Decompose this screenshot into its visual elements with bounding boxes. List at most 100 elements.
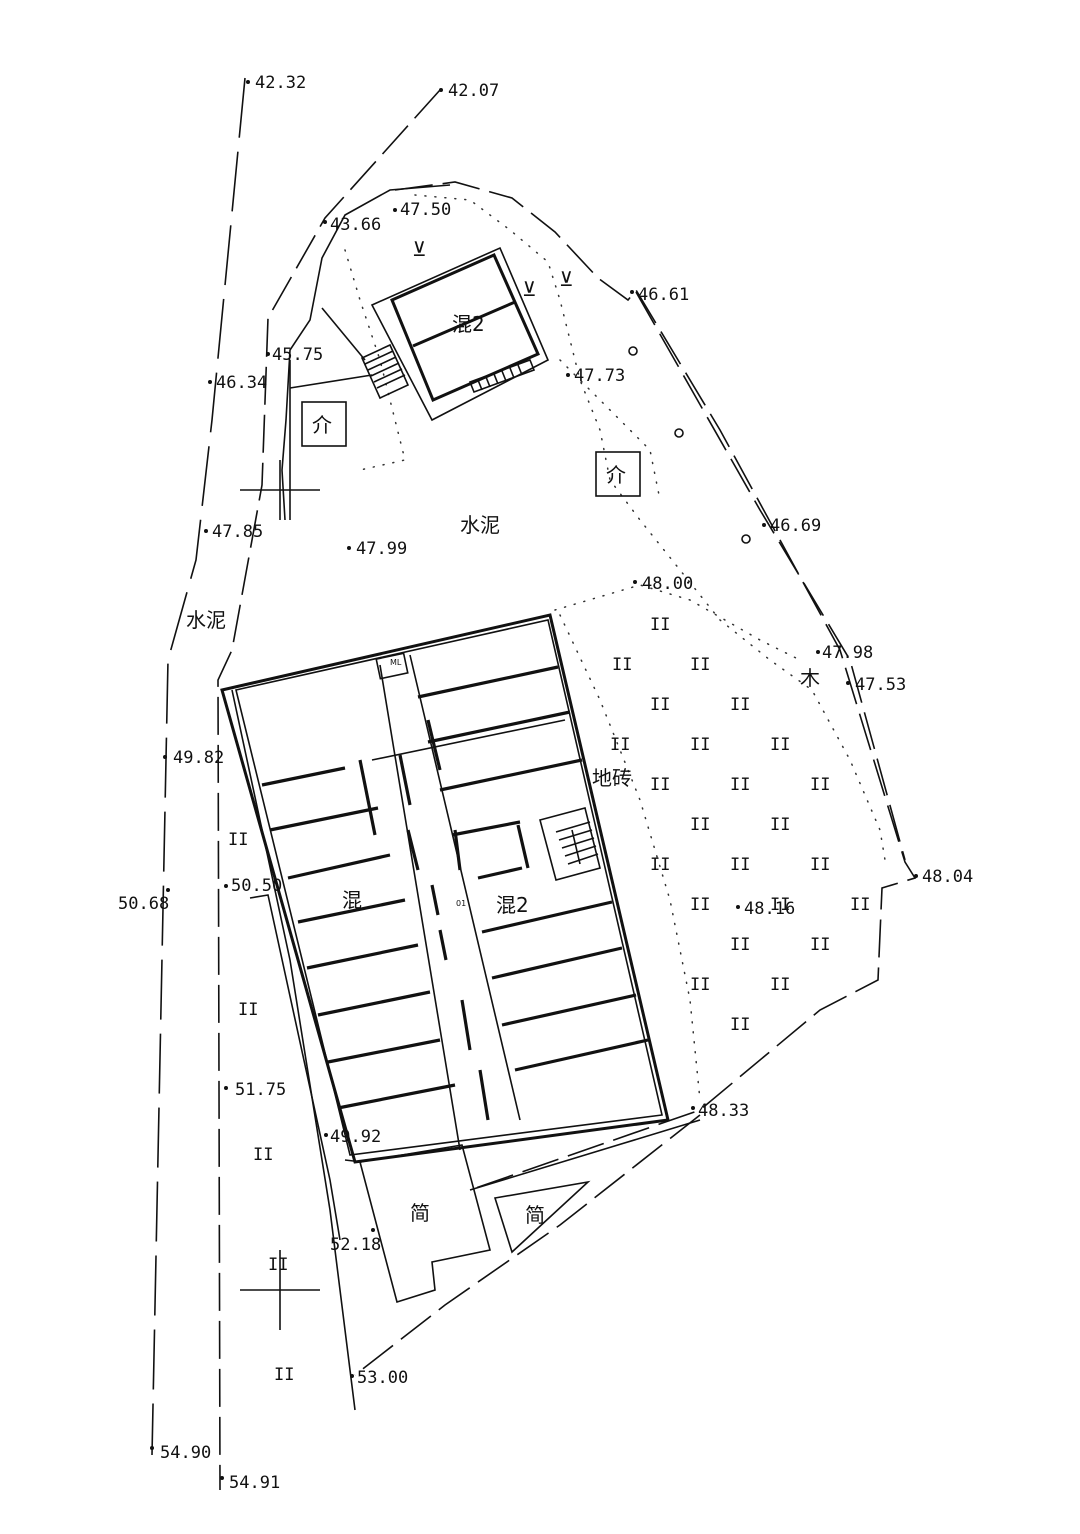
svg-text:46.34: 46.34 xyxy=(216,373,267,393)
svg-text:50.68: 50.68 xyxy=(118,894,169,914)
pavilion-left-icon: 介 xyxy=(312,413,332,437)
area-label: 水泥 xyxy=(460,513,500,537)
elevation-point: 54.91 xyxy=(220,1473,280,1493)
vegetation-icon: II xyxy=(228,830,248,850)
vegetation-icon: II xyxy=(690,655,710,675)
simple-building-right xyxy=(493,1180,591,1254)
ml-label: ML xyxy=(390,658,402,667)
area-label: 简 xyxy=(410,1201,430,1225)
elevation-points: 42.32 42.07 43.66 47.50 46.61 45.75 46.3… xyxy=(118,73,973,1493)
elevation-point: 48.04 xyxy=(914,867,973,887)
elevation-point: 51.75 xyxy=(224,1080,286,1100)
svg-text:47.50: 47.50 xyxy=(400,200,451,220)
svg-text:47.73: 47.73 xyxy=(574,366,625,386)
svg-text:48.04: 48.04 xyxy=(922,867,973,887)
elevation-point: 46.69 xyxy=(762,516,821,536)
area-label: 木 xyxy=(800,666,820,690)
vegetation-icon: II xyxy=(690,895,710,915)
elevation-point: 47.98 xyxy=(816,643,873,663)
elevation-point: 42.07 xyxy=(439,81,499,101)
grass-icon: ⊻ xyxy=(559,267,574,291)
vegetation-icon: II xyxy=(274,1365,294,1385)
vegetation-icon: II xyxy=(770,895,790,915)
main-building xyxy=(220,613,670,1164)
stairs-main xyxy=(539,807,601,881)
elevation-point: 47.99 xyxy=(347,539,407,559)
svg-text:42.07: 42.07 xyxy=(448,81,499,101)
vegetation-icon: II xyxy=(810,775,830,795)
stairs-upper-bottom xyxy=(468,358,536,394)
svg-text:52.18: 52.18 xyxy=(330,1235,381,1255)
grass-icon: ⊻ xyxy=(412,237,427,261)
upper-building xyxy=(289,246,550,422)
elevation-point: 52.18 xyxy=(330,1228,381,1255)
elevation-point: 43.66 xyxy=(323,215,381,235)
svg-text:49.82: 49.82 xyxy=(173,748,224,768)
vegetation-icon: II xyxy=(268,1255,288,1275)
elevation-point: 50.50 xyxy=(224,876,282,896)
svg-text:46.69: 46.69 xyxy=(770,516,821,536)
area-label: 混2 xyxy=(496,893,529,917)
svg-text:46.61: 46.61 xyxy=(638,285,689,305)
svg-text:49.92: 49.92 xyxy=(330,1127,381,1147)
vegetation-icon: II xyxy=(730,695,750,715)
svg-text:43.66: 43.66 xyxy=(330,215,381,235)
area-label: 混2 xyxy=(452,312,485,336)
vegetation-icon: II xyxy=(730,855,750,875)
vegetation-marks: II II II II II II II II II II II II II II II II II II II II… xyxy=(228,615,870,1385)
vegetation-icon: II xyxy=(770,975,790,995)
simple-building-left xyxy=(359,1144,491,1304)
svg-text:42.32: 42.32 xyxy=(255,73,306,93)
svg-text:45.75: 45.75 xyxy=(272,345,323,365)
stairs-upper-left xyxy=(360,343,410,400)
tree-markers xyxy=(628,346,751,544)
elevation-point: 49.92 xyxy=(324,1127,381,1147)
grass-marks: ⊻ ⊻ ⊻ xyxy=(412,237,574,301)
elevation-point: 47.73 xyxy=(566,366,625,386)
svg-text:47.53: 47.53 xyxy=(855,675,906,695)
svg-text:47.98: 47.98 xyxy=(822,643,873,663)
svg-text:47.85: 47.85 xyxy=(212,522,263,542)
room-code: 01 xyxy=(456,899,466,908)
svg-text:53.00: 53.00 xyxy=(357,1368,408,1388)
grid-crosses xyxy=(240,460,320,1330)
svg-text:48.00: 48.00 xyxy=(642,574,693,594)
vegetation-icon: II xyxy=(650,775,670,795)
elevation-point: 46.34 xyxy=(208,373,267,393)
elevation-point: 48.16 xyxy=(736,899,795,919)
vegetation-icon: II xyxy=(612,655,632,675)
vegetation-icon: II xyxy=(650,695,670,715)
elevation-point: 45.75 xyxy=(266,345,323,365)
svg-text:54.91: 54.91 xyxy=(229,1473,280,1493)
elevation-point: 48.33 xyxy=(691,1101,749,1121)
vegetation-icon: II xyxy=(610,735,630,755)
svg-text:54.90: 54.90 xyxy=(160,1443,211,1463)
vegetation-icon: II xyxy=(770,815,790,835)
vegetation-icon: II xyxy=(770,735,790,755)
vegetation-icon: II xyxy=(810,855,830,875)
vegetation-icon: II xyxy=(690,735,710,755)
elevation-point: 54.90 xyxy=(150,1443,211,1463)
tree-icon xyxy=(628,346,638,356)
elevation-point: 50.68 xyxy=(118,888,170,914)
tree-icon xyxy=(741,534,751,544)
pavilion-right: 介 xyxy=(595,451,641,497)
elevation-point: 53.00 xyxy=(350,1368,408,1388)
svg-text:47.99: 47.99 xyxy=(356,539,407,559)
area-label: 地砖 xyxy=(592,766,632,790)
vegetation-icon: II xyxy=(850,895,870,915)
elevation-point: 47.85 xyxy=(204,522,263,542)
vegetation-icon: II xyxy=(730,935,750,955)
elevation-point: 42.32 xyxy=(246,73,306,93)
area-label: 水泥 xyxy=(186,608,226,632)
area-label: 混 xyxy=(342,888,362,912)
vegetation-icon: II xyxy=(650,855,670,875)
vegetation-icon: II xyxy=(810,935,830,955)
elevation-point: 46.61 xyxy=(630,285,689,305)
vegetation-icon: II xyxy=(253,1145,273,1165)
svg-text:48.16: 48.16 xyxy=(744,899,795,919)
vegetation-icon: II xyxy=(730,775,750,795)
pavilion-left: 介 xyxy=(301,401,347,447)
area-labels: 混2 水泥 水泥 木 地砖 混 混2 简 简 ML 01 xyxy=(186,312,820,1227)
